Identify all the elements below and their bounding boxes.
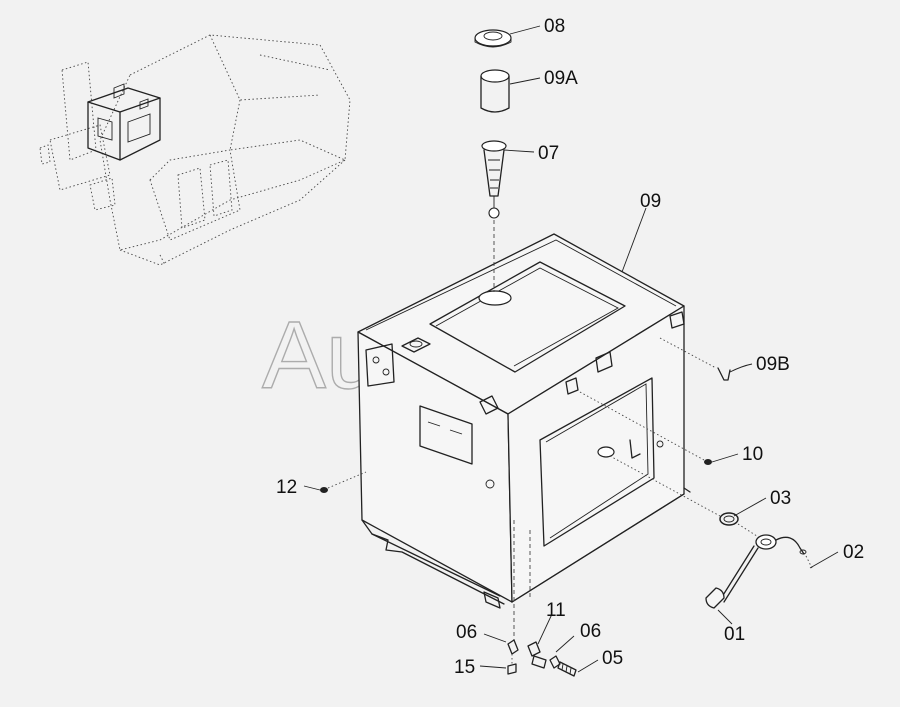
callout-labels: 08 09A 07 09 09B 10 03 02 12 01 11 06 06… [276, 16, 864, 678]
callout-09: 09 [640, 191, 661, 212]
leader-lines [303, 25, 839, 673]
callout-10: 10 [742, 444, 763, 465]
callout-06-right: 06 [580, 621, 601, 642]
callout-09B: 09B [756, 354, 790, 375]
callout-01: 01 [724, 624, 745, 645]
filler-cap-assembly [474, 29, 512, 292]
callout-15: 15 [454, 657, 475, 678]
drain-parts [507, 520, 577, 677]
fuel-tank [357, 233, 691, 609]
callout-12: 12 [276, 477, 297, 498]
callout-07: 07 [538, 143, 559, 164]
part-12-bolt [320, 471, 367, 493]
machine-locator-view [39, 34, 351, 266]
callout-09A: 09A [544, 68, 578, 89]
callout-05: 05 [602, 648, 623, 669]
callout-06-left: 06 [456, 622, 477, 643]
callout-03: 03 [770, 488, 791, 509]
callout-02: 02 [843, 542, 864, 563]
callout-11: 11 [546, 600, 566, 621]
part-10-plug [579, 391, 712, 465]
part-09b-hook [659, 337, 731, 381]
level-sender-assembly [609, 455, 813, 609]
callout-08: 08 [544, 16, 565, 37]
